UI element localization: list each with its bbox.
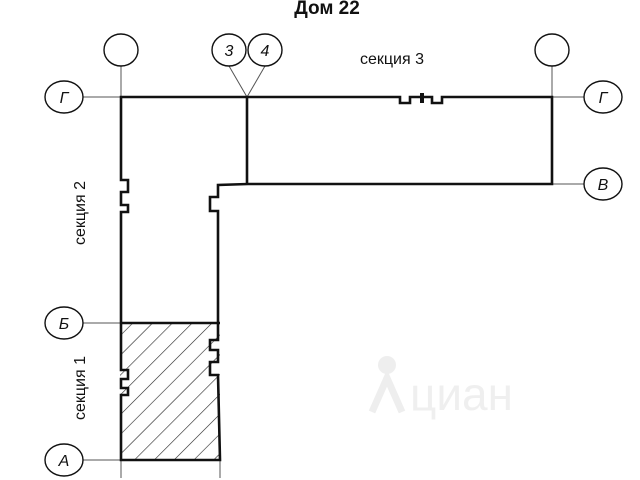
svg-text:А: А [58, 453, 70, 470]
axis-bubble-b-left: Б [44, 306, 84, 340]
axis-bubble-g-right: Г [583, 80, 623, 114]
window-mark [420, 93, 424, 103]
section-1-label: секция 1 [72, 356, 89, 420]
svg-text:Б: Б [59, 316, 69, 333]
section-2-label: секция 2 [72, 181, 89, 245]
section-1-hatch [120, 323, 220, 460]
svg-text:4: 4 [261, 43, 270, 60]
watermark-text: циан [410, 368, 513, 420]
axis-lines [82, 65, 584, 478]
svg-text:3: 3 [225, 43, 234, 60]
axis-bubble-top-right [534, 33, 570, 67]
axis-bubble-v-right: В [583, 167, 623, 201]
axis-bubble-4: 4 [247, 33, 283, 67]
axis-bubble-g-left: Г [44, 80, 84, 114]
building-outline [119, 95, 554, 462]
section-3-label: секция 3 [360, 51, 424, 68]
svg-text:В: В [598, 177, 609, 194]
axis-bubble-top-left [103, 33, 139, 67]
svg-text:Г: Г [599, 90, 609, 107]
axis-bubble-a-left: А [44, 443, 84, 477]
watermark-logo: циан [368, 356, 513, 420]
svg-text:Г: Г [60, 90, 70, 107]
axis-bubble-3: 3 [211, 33, 247, 67]
plan-title: Дом 22 [294, 0, 360, 19]
